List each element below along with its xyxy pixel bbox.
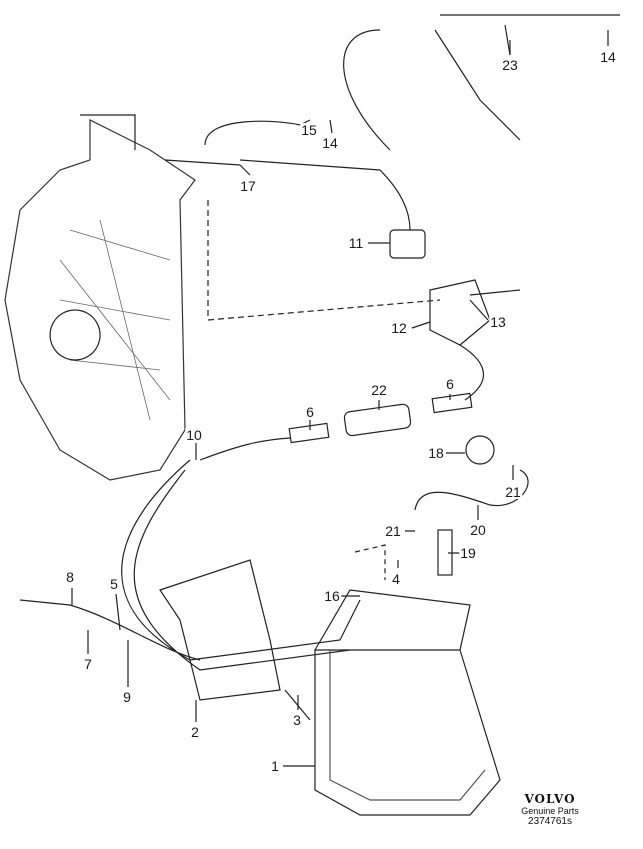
brand-subtitle: Genuine Parts: [521, 806, 579, 816]
volvo-logo-block: VOLVO Genuine Parts 2374761s: [520, 792, 580, 827]
callout-20: 20: [469, 522, 487, 538]
callout-5: 5: [109, 576, 119, 592]
callout-15: 15: [300, 122, 318, 138]
callout-1: 1: [270, 758, 280, 774]
callout-12: 12: [390, 320, 408, 336]
callout-3: 3: [292, 712, 302, 728]
callout-6: 6: [445, 376, 455, 392]
callout-17: 17: [239, 178, 257, 194]
callout-4: 4: [391, 571, 401, 587]
callout-16: 16: [323, 588, 341, 604]
callout-13: 13: [489, 314, 507, 330]
brand-name: VOLVO: [524, 792, 576, 806]
callout-2: 2: [190, 724, 200, 740]
callout-23: 23: [501, 57, 519, 73]
callout-7: 7: [83, 656, 93, 672]
callout-18: 18: [427, 445, 445, 461]
callout-6: 6: [305, 404, 315, 420]
callout-21: 21: [504, 484, 522, 500]
callout-21: 21: [384, 523, 402, 539]
callout-8: 8: [65, 569, 75, 585]
callout-14: 14: [321, 135, 339, 151]
part-number: 2374761s: [528, 816, 572, 827]
callout-22: 22: [370, 382, 388, 398]
callout-9: 9: [122, 689, 132, 705]
callout-10: 10: [185, 427, 203, 443]
callout-14: 14: [599, 49, 617, 65]
callout-11: 11: [347, 235, 365, 251]
callout-19: 19: [459, 545, 477, 561]
